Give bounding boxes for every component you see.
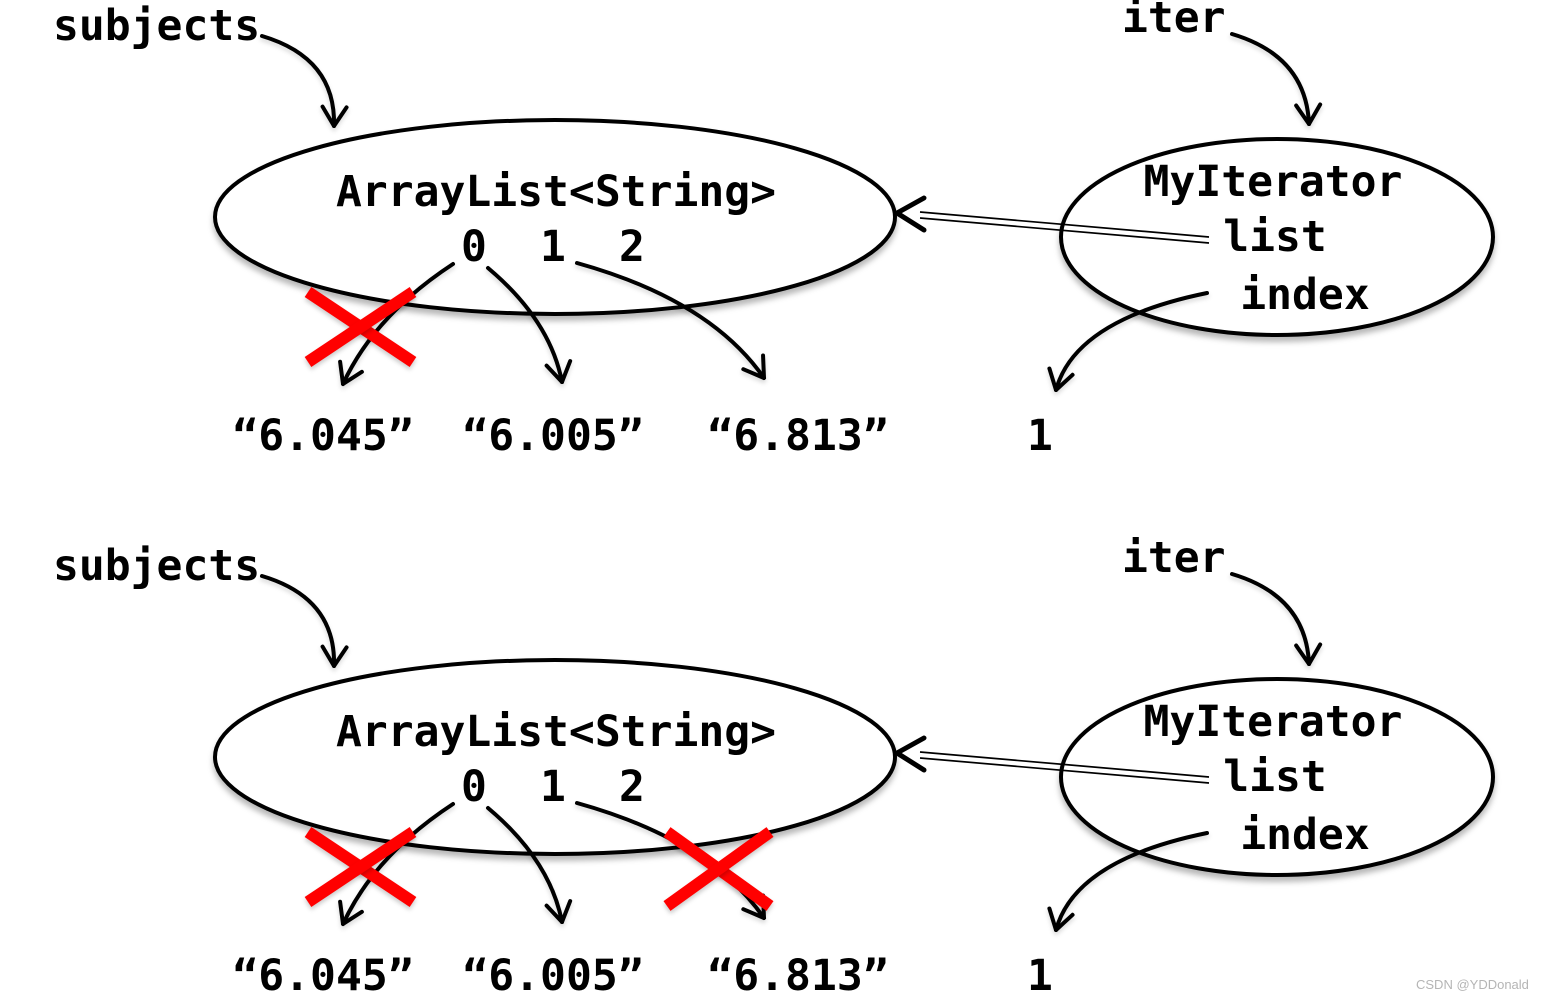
index-value-label: 1: [1027, 411, 1053, 461]
diagram-state-2: subjects iter ArrayList<String> 0 1 2 My…: [53, 533, 1495, 1001]
index-2-label: 2: [619, 762, 645, 812]
iter-arrow: [1230, 32, 1323, 126]
list-pointer-line-lower: [919, 217, 1210, 244]
arraylist-title: ArrayList<String>: [336, 167, 776, 217]
index-field-label: index: [1240, 270, 1369, 320]
csdn-watermark: CSDN @YDDonald: [1416, 977, 1529, 992]
value-6005-label: “6.005”: [462, 951, 643, 1001]
arrow-index0-to-6045: [338, 262, 455, 386]
value-6045-label: “6.045”: [232, 411, 413, 461]
value-6045-label: “6.045”: [232, 951, 413, 1001]
iter-label: iter: [1122, 533, 1226, 583]
arrow-index0-to-6005: [486, 266, 573, 384]
arraylist-title: ArrayList<String>: [336, 707, 776, 757]
arrow-index0-to-6005: [486, 806, 573, 924]
list-field-label: list: [1223, 212, 1327, 262]
value-6813-label: “6.813”: [707, 951, 888, 1001]
cross-mark-6813: [663, 827, 774, 911]
list-pointer-line-upper: [919, 751, 1210, 778]
arrow-index1-to-6813: [575, 261, 766, 380]
subjects-label: subjects: [53, 541, 260, 591]
index-0-label: 0: [461, 222, 487, 272]
index-1-label: 1: [540, 222, 566, 272]
value-6813-label: “6.813”: [707, 411, 888, 461]
cross-mark-6045: [304, 287, 417, 367]
index-field-label: index: [1240, 810, 1369, 860]
index-value-label: 1: [1027, 951, 1053, 1001]
iter-arrow: [1230, 572, 1323, 666]
arrow-index0-to-6045: [338, 802, 455, 926]
subjects-arrow: [260, 574, 349, 668]
index-1-label: 1: [540, 762, 566, 812]
list-pointer-arrowhead-icon: [894, 735, 927, 773]
iterator-ellipse: [1059, 677, 1495, 877]
iter-label: iter: [1122, 0, 1226, 43]
arraylist-ellipse: [213, 658, 897, 856]
diagram-state-1: subjects iter ArrayList<String> 0 1 2 My…: [53, 0, 1495, 461]
iterator-ellipse: [1059, 137, 1495, 337]
list-field-label: list: [1223, 752, 1327, 802]
cross-mark-6045: [304, 827, 417, 907]
list-pointer-line-lower: [919, 757, 1210, 784]
index-0-label: 0: [461, 762, 487, 812]
value-6005-label: “6.005”: [462, 411, 643, 461]
subjects-label: subjects: [53, 1, 260, 51]
subjects-arrow: [260, 34, 349, 128]
index-field-arrow: [1047, 831, 1209, 932]
list-pointer-line-upper: [919, 211, 1210, 238]
list-pointer-arrowhead-icon: [894, 195, 927, 233]
iterator-title: MyIterator: [1144, 697, 1403, 747]
index-field-arrow: [1047, 291, 1209, 392]
arraylist-ellipse: [213, 118, 897, 316]
index-2-label: 2: [619, 222, 645, 272]
iterator-title: MyIterator: [1144, 157, 1403, 207]
